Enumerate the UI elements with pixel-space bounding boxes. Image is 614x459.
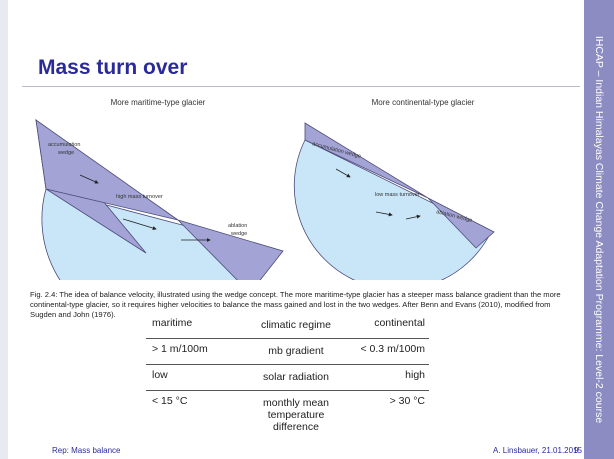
glacier-wedge-diagram: More maritime-type glacier More continen… <box>35 98 495 280</box>
table-cell-right: > 30 °C <box>389 395 425 407</box>
table-cell-left: < 15 °C <box>152 395 188 407</box>
left-ablation-region <box>177 219 284 280</box>
right-flow-arrow-2 <box>375 211 393 217</box>
table-cell-right: continental <box>374 317 425 329</box>
table-cell-right: < 0.3 m/100m <box>360 343 426 355</box>
table-cell-mid: solar radiation <box>263 371 329 383</box>
left-accumulation-region <box>35 119 179 221</box>
left-accent-bar <box>0 0 8 459</box>
right-glacier-ice <box>293 139 492 280</box>
table-row: maritime climatic regime continental <box>146 313 429 339</box>
left-diagram-title: More maritime-type glacier <box>111 98 206 107</box>
slide-title: Mass turn over <box>38 56 188 79</box>
right-flow-arrow-1 <box>335 168 351 178</box>
footer-topic: Rep: Mass balance <box>52 446 121 455</box>
table-cell-right: high <box>405 369 425 381</box>
table-cell-left: maritime <box>152 317 193 329</box>
right-flow-arrow-3 <box>405 214 421 220</box>
table-cell-mid: mb gradient <box>268 345 324 357</box>
left-accumulation-label-line2: wedge <box>57 150 74 156</box>
table-row: low solar radiation high <box>146 365 429 391</box>
left-accumulation-label-line1: accumulation <box>48 142 80 148</box>
right-ablation-region <box>427 197 495 249</box>
table-cell-mid: monthly mean temperature difference <box>263 397 329 433</box>
table-cell-left: > 1 m/100m <box>152 343 208 355</box>
table-cell-left: low <box>152 369 168 381</box>
table-row: > 1 m/100m mb gradient < 0.3 m/100m <box>146 339 429 365</box>
table-row: < 15 °C monthly mean temperature differe… <box>146 391 429 433</box>
title-divider <box>22 86 580 87</box>
right-accumulation-region <box>304 122 429 199</box>
left-flow-arrow-2 <box>122 218 157 230</box>
right-diagram-title: More continental-type glacier <box>372 98 475 107</box>
figure-caption: Fig. 2.4: The idea of balance velocity, … <box>30 289 561 319</box>
page-number: 9 <box>574 446 579 455</box>
right-turnover-label: low mass turnover <box>375 192 420 198</box>
left-ablation-label-line2: wedge <box>230 231 247 237</box>
footer-author-date: A. Linsbauer, 21.01.2015 <box>493 446 582 455</box>
left-ablation-label-line1: ablation <box>228 223 247 229</box>
left-turnover-label: high mass turnover <box>116 194 163 200</box>
table-cell-mid: climatic regime <box>260 319 331 331</box>
sidebar-course-title: IHCAP – Indian Himalayas Climate Change … <box>593 35 605 424</box>
left-flow-arrow-1 <box>79 174 99 184</box>
comparison-table: maritime climatic regime continental > 1… <box>146 313 429 433</box>
sidebar: IHCAP – Indian Himalayas Climate Change … <box>584 0 614 459</box>
